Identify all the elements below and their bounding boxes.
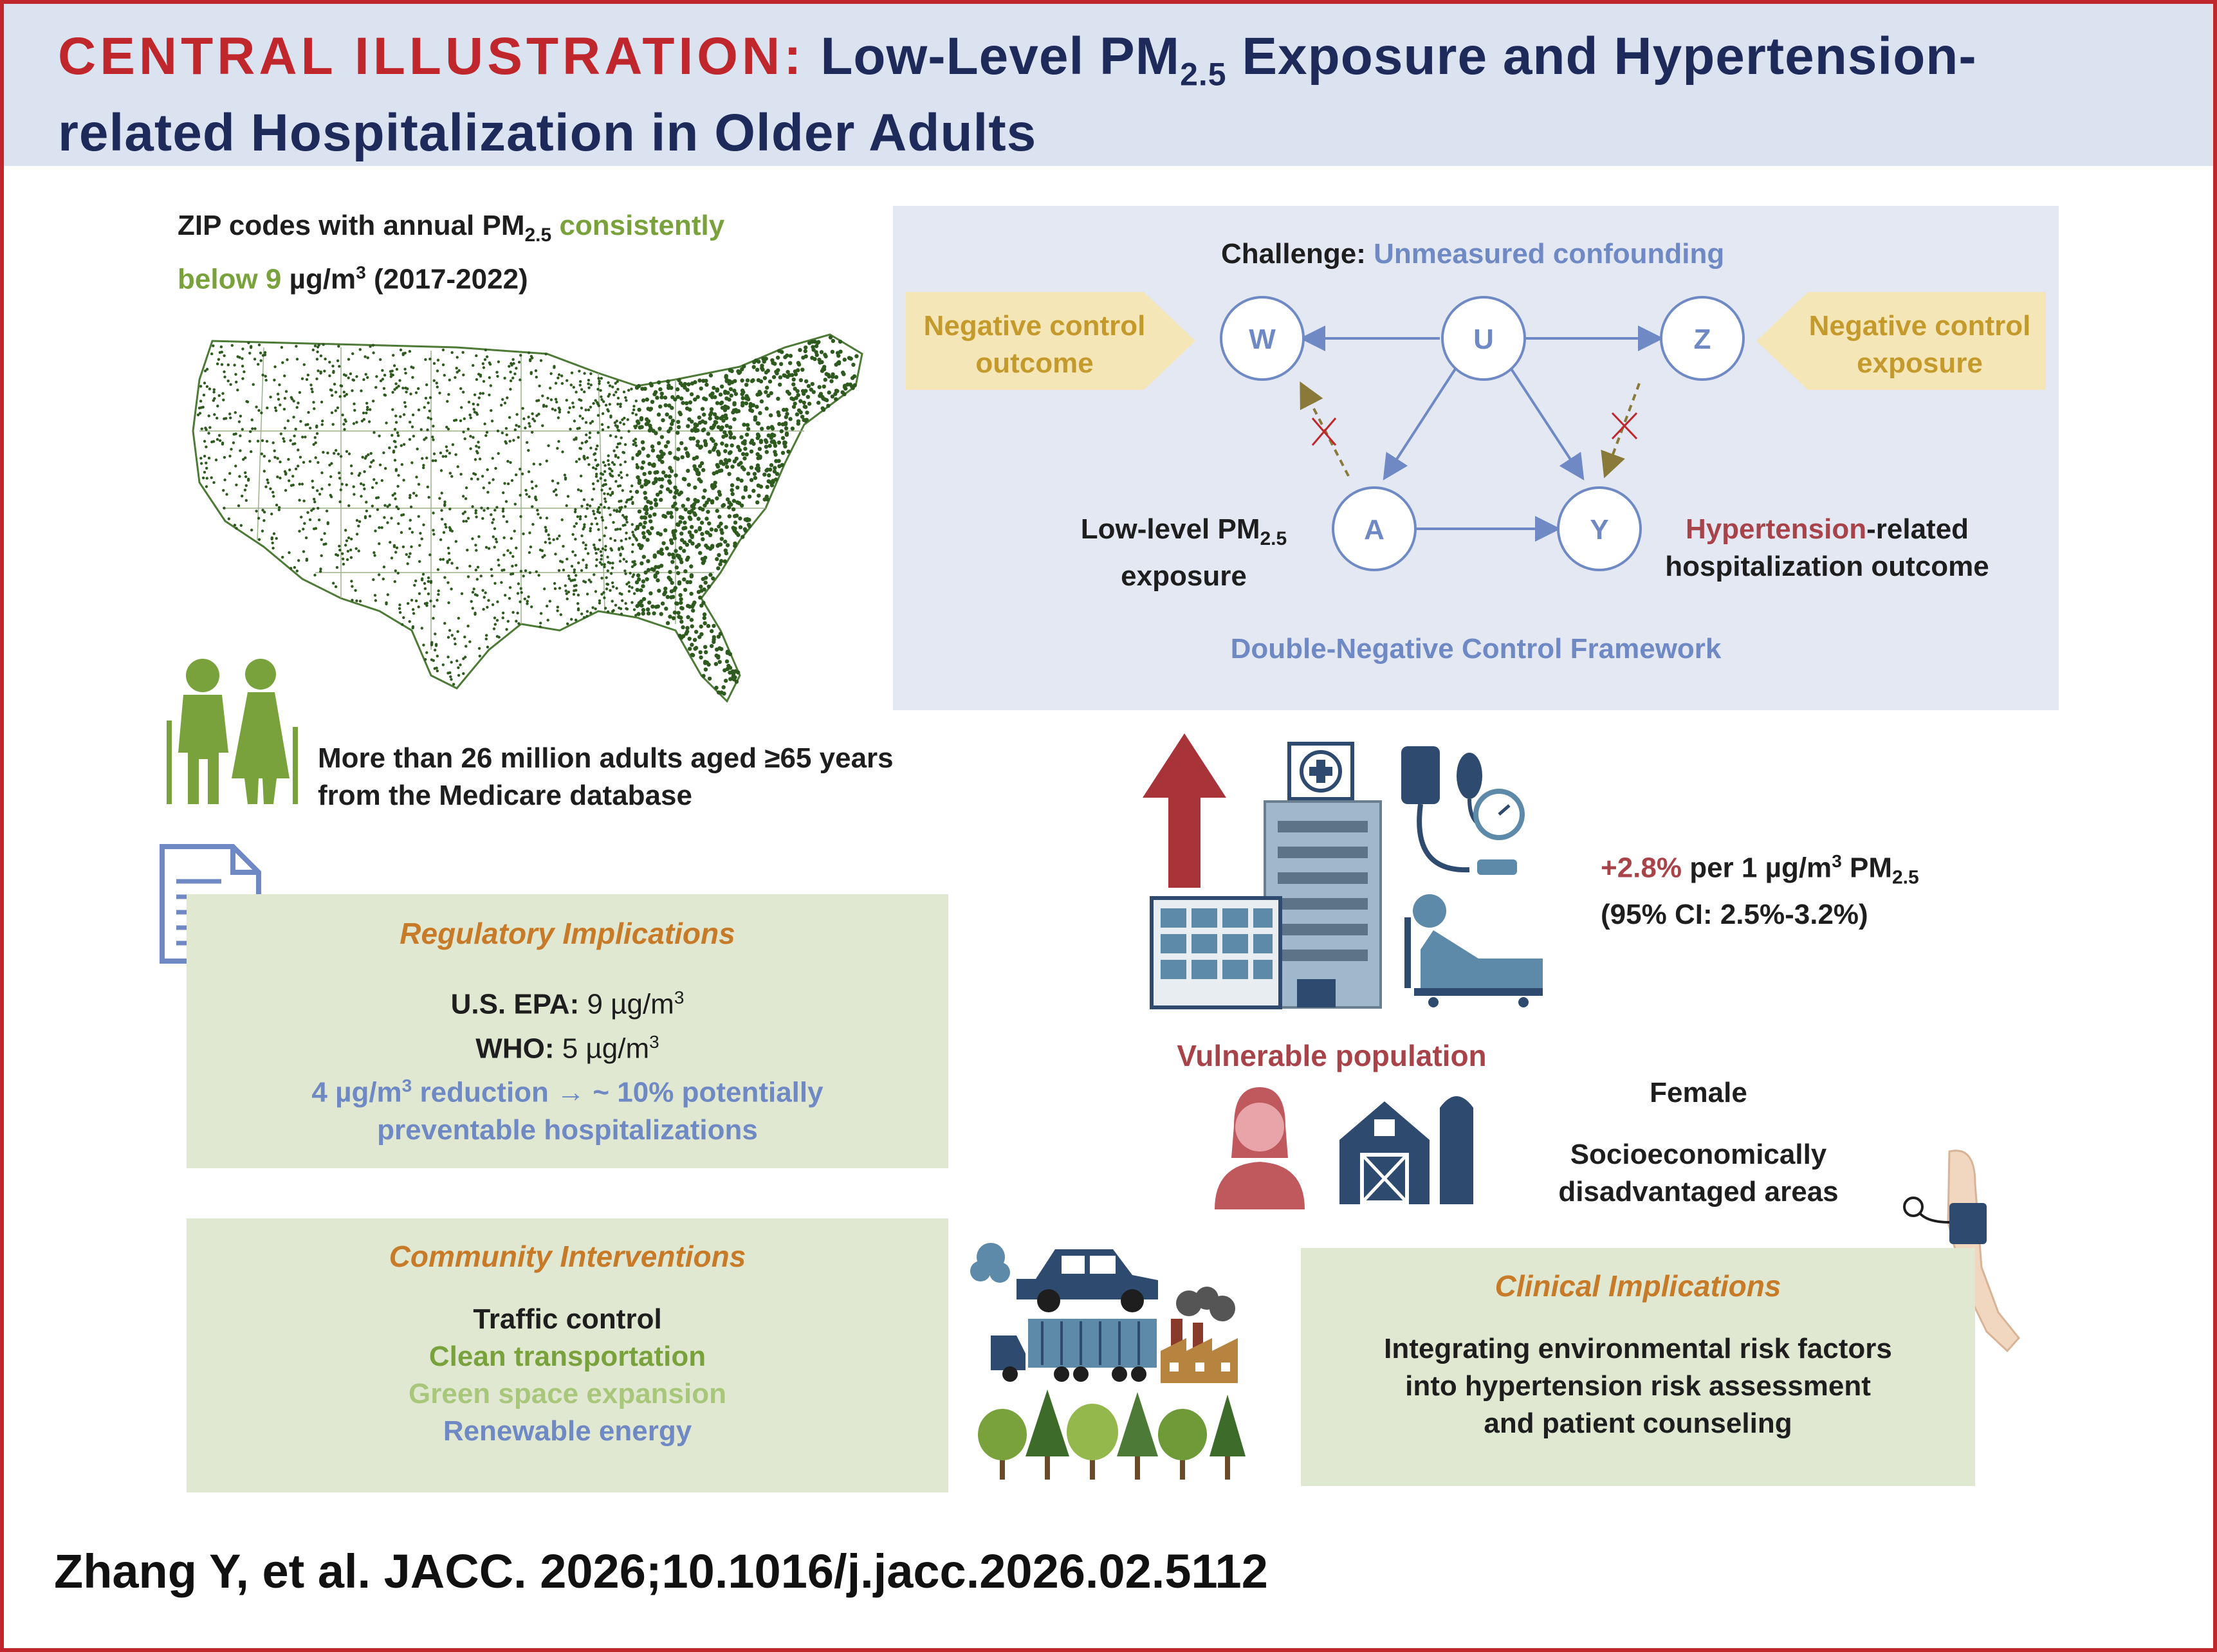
socioeconomic-label: Socioeconomically disadvantaged areas <box>1558 1139 1839 1207</box>
central-illustration-label: CENTRAL ILLUSTRATION: <box>58 27 805 86</box>
reduction-statement: 4 µg/m3 reduction → ~ 10% potentially <box>311 1076 823 1108</box>
up-arrow-icon <box>1143 733 1226 888</box>
dag-diagram: W U Z A Y <box>906 292 2046 571</box>
node-w-label: W <box>1249 324 1276 355</box>
negative-control-exposure-label: Negative control exposure <box>1808 310 2031 379</box>
node-a-label: A <box>1364 514 1384 546</box>
who-standard: WHO: 5 µg/m3 <box>475 1031 659 1065</box>
header-banner: CENTRAL ILLUSTRATION: Low-Level PM2.5 Ex… <box>4 4 2213 166</box>
regulatory-title: Regulatory Implications <box>400 917 735 950</box>
barn-icon <box>1339 1096 1473 1204</box>
node-u <box>1441 296 1526 381</box>
node-z-label: Z <box>1694 324 1711 355</box>
node-y <box>1557 486 1642 571</box>
negative-control-outcome-label: Negative control outcome <box>923 310 1146 379</box>
community-interventions-panel <box>187 1218 948 1492</box>
hospital-icon <box>1150 742 1382 1009</box>
community-content: Community Interventions Traffic control … <box>187 1238 948 1450</box>
intervention-traffic: Traffic control <box>473 1303 662 1335</box>
factory-icon <box>1161 1287 1238 1383</box>
page-title: CENTRAL ILLUSTRATION: Low-Level PM2.5 Ex… <box>58 27 1977 163</box>
community-title: Community Interventions <box>389 1240 746 1273</box>
woman-icon <box>1215 1087 1305 1209</box>
node-u-label: U <box>1473 324 1494 355</box>
clinical-title: Clinical Implications <box>1495 1269 1781 1303</box>
car-icon <box>970 1243 1158 1312</box>
dag-panel <box>893 206 2059 710</box>
us-map <box>192 333 863 703</box>
female-label: Female <box>1650 1077 1747 1108</box>
intervention-green-space: Green space expansion <box>409 1378 726 1409</box>
arm-cuff-icon <box>1903 1150 2020 1353</box>
truck-icon <box>991 1319 1157 1382</box>
negative-control-exposure-shape <box>1756 292 2046 390</box>
challenge-label: Challenge: Unmeasured confounding <box>1221 238 1725 270</box>
effect-estimate: +2.8% per 1 µg/m3 PM2.5 (95% CI: 2.5%-3.… <box>1601 851 1919 931</box>
regulatory-content: Regulatory Implications U.S. EPA: 9 µg/m… <box>187 915 948 1149</box>
citation: Zhang Y, et al. JACC. 2026;10.1016/j.jac… <box>54 1545 1268 1598</box>
node-y-label: Y <box>1590 514 1608 546</box>
clinical-implications-panel <box>1301 1248 1975 1486</box>
framework-label: Double-Negative Control Framework <box>1230 633 1722 665</box>
intervention-transport: Clean transportation <box>428 1341 706 1372</box>
negative-control-outcome-shape <box>906 292 1195 390</box>
vulnerable-population-title: Vulnerable population <box>1177 1039 1487 1072</box>
intervention-renewable: Renewable energy <box>443 1415 692 1447</box>
regulatory-implications-panel <box>187 894 948 1168</box>
node-w <box>1220 296 1305 381</box>
node-z <box>1660 296 1745 381</box>
blood-pressure-monitor-icon <box>1401 746 1525 875</box>
outcome-label: Hypertension-related hospitalization out… <box>1665 513 1989 582</box>
node-a <box>1332 486 1417 571</box>
hospital-bed-icon <box>1404 894 1543 1007</box>
exposure-label: Low-level PM2.5 exposure <box>1080 513 1287 592</box>
trees-icon <box>978 1390 1246 1480</box>
elderly-couple-icon <box>167 659 298 804</box>
population-text: More than 26 million adults aged ≥65 yea… <box>318 742 894 811</box>
clinical-content: Clinical Implications Integrating enviro… <box>1301 1267 1975 1442</box>
map-caption: ZIP codes with annual PM2.5 consistently… <box>178 210 725 295</box>
epa-standard: U.S. EPA: 9 µg/m3 <box>450 987 685 1020</box>
